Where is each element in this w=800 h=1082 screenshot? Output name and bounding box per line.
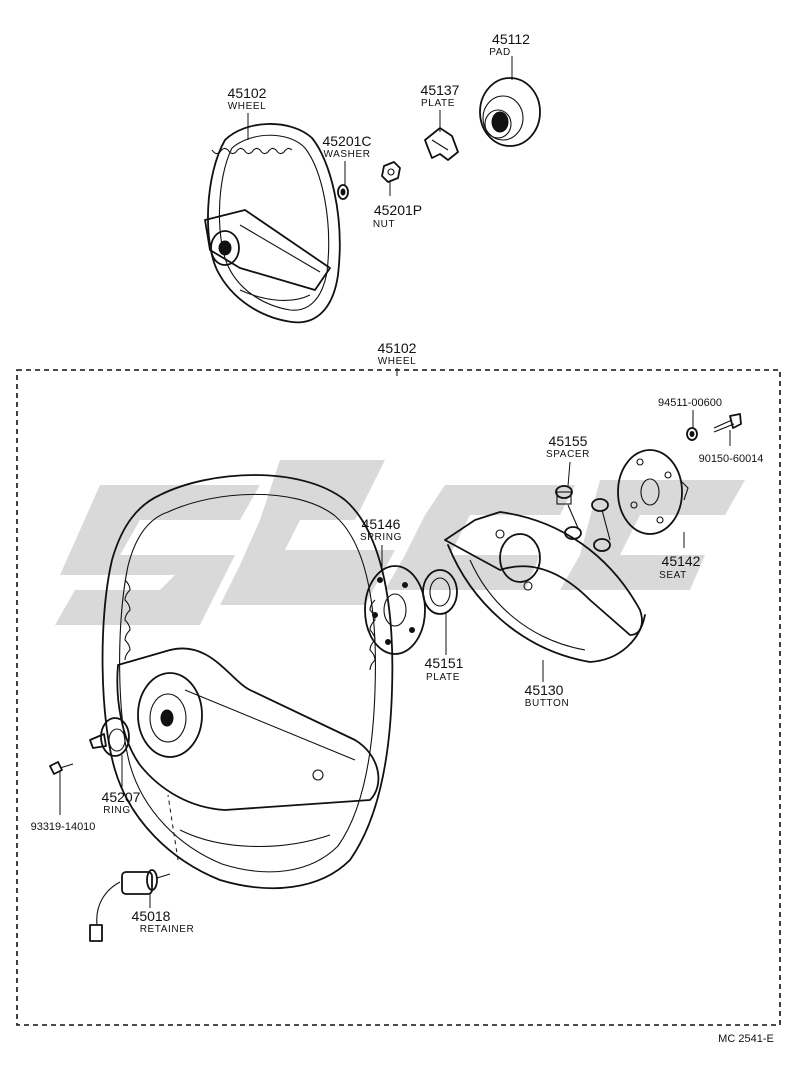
small-nut-part xyxy=(686,427,698,441)
svg-text:SPRING: SPRING xyxy=(360,532,402,543)
large-wheel-drawing xyxy=(101,474,394,890)
retainer-part xyxy=(89,869,171,942)
svg-text:45137: 45137 xyxy=(421,82,460,98)
label-button: 45130 BUTTON xyxy=(525,682,570,709)
label-spacer: 45155 SPACER xyxy=(546,433,590,460)
seat-part xyxy=(617,449,689,535)
svg-text:45018: 45018 xyxy=(132,908,171,924)
svg-text:45102: 45102 xyxy=(228,85,267,101)
svg-text:SPACER: SPACER xyxy=(546,449,590,460)
svg-text:PLATE: PLATE xyxy=(421,98,455,109)
svg-text:RING: RING xyxy=(103,805,130,816)
label-retainer: 45018 RETAINER xyxy=(132,908,195,935)
screw-part xyxy=(49,761,74,775)
label-box-wheel: 45102 WHEEL xyxy=(378,340,417,367)
label-spring: 45146 SPRING xyxy=(360,516,402,543)
label-top-plate: 45137 PLATE xyxy=(421,82,460,109)
svg-text:45112: 45112 xyxy=(492,31,530,47)
top-plate-part xyxy=(424,127,459,161)
label-plate: 45151 PLATE xyxy=(425,655,464,683)
svg-text:45146: 45146 xyxy=(362,516,401,532)
svg-text:45201P: 45201P xyxy=(374,202,422,218)
svg-text:NUT: NUT xyxy=(373,219,395,230)
svg-text:45155: 45155 xyxy=(549,433,588,449)
retainer-dashed-lead xyxy=(167,794,179,861)
pad-part xyxy=(479,77,541,147)
svg-text:45207: 45207 xyxy=(102,789,141,805)
leader-lines xyxy=(59,56,731,908)
label-nut: 45201P NUT xyxy=(373,202,422,230)
washer-part xyxy=(337,184,349,200)
svg-text:SEAT: SEAT xyxy=(659,570,687,581)
svg-text:PAD: PAD xyxy=(489,47,511,58)
svg-text:PLATE: PLATE xyxy=(426,672,460,683)
ring-part xyxy=(89,717,130,757)
svg-text:45151: 45151 xyxy=(425,655,464,671)
spring-part xyxy=(364,565,426,655)
label-washer: 45201C WASHER xyxy=(322,133,371,160)
assembly-box xyxy=(16,369,781,1026)
plate-part xyxy=(422,569,458,615)
label-small-nut: 94511-00600 xyxy=(658,397,722,409)
svg-text:45142: 45142 xyxy=(662,553,701,569)
svg-text:RETAINER: RETAINER xyxy=(140,924,195,935)
label-seat: 45142 SEAT xyxy=(659,553,701,581)
label-pad: 45112 PAD xyxy=(489,31,530,58)
svg-text:WASHER: WASHER xyxy=(323,149,370,160)
label-screw: 93319-14010 xyxy=(31,821,96,833)
top-wheel-drawing xyxy=(204,123,341,324)
spacer-parts xyxy=(555,485,611,552)
bolt-part xyxy=(713,413,742,433)
svg-text:45102: 45102 xyxy=(378,340,417,356)
nut-part xyxy=(381,161,401,183)
svg-text:WHEEL: WHEEL xyxy=(228,101,267,112)
footer-code: MC 2541-E xyxy=(718,1033,774,1045)
svg-text:45201C: 45201C xyxy=(322,133,371,149)
label-top-wheel: 45102 WHEEL xyxy=(228,85,267,112)
svg-text:45130: 45130 xyxy=(525,682,564,698)
svg-text:WHEEL: WHEEL xyxy=(378,356,417,367)
label-ring: 45207 RING xyxy=(102,789,141,816)
button-part xyxy=(444,511,646,663)
svg-text:BUTTON: BUTTON xyxy=(525,698,570,709)
label-bolt: 90150-60014 xyxy=(699,453,764,465)
